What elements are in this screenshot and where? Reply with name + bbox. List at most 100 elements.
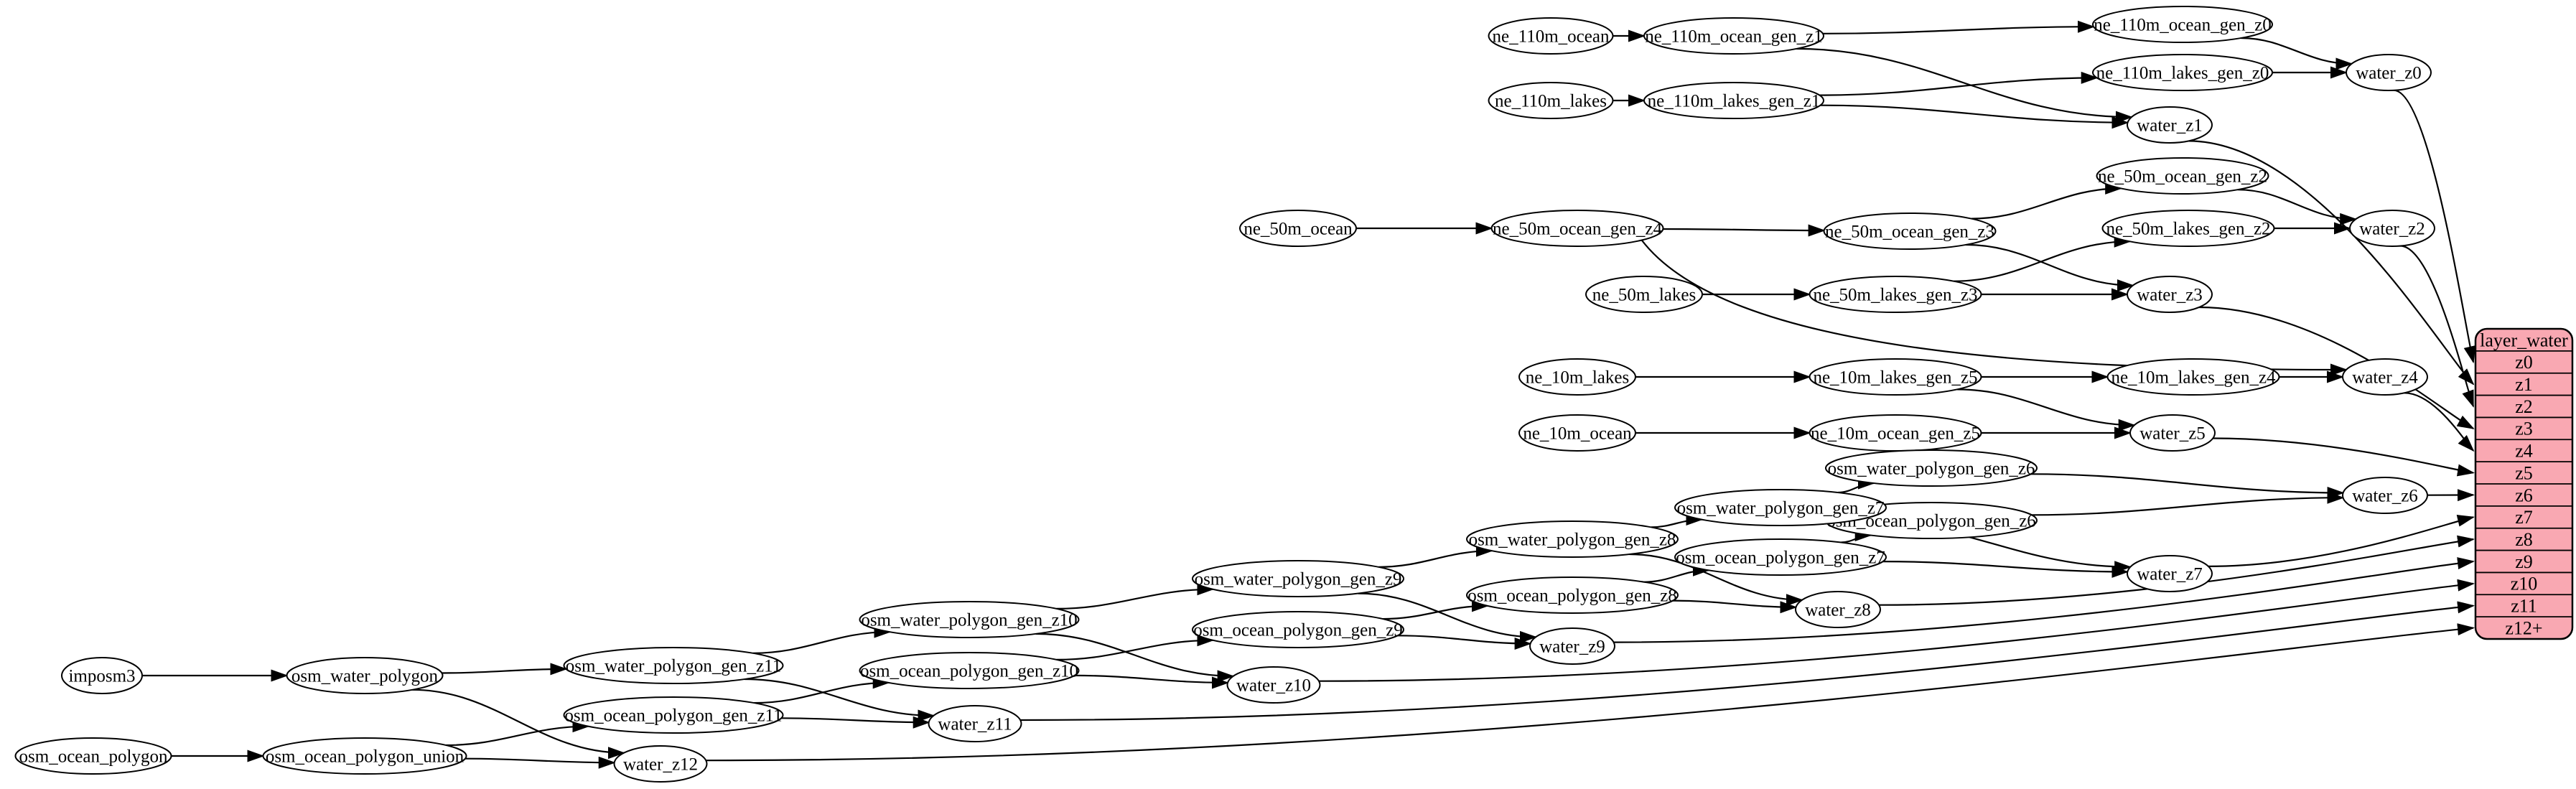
node-label-osm_ocean_polygon_gen_z11: osm_ocean_polygon_gen_z11 bbox=[564, 706, 782, 726]
node-osm_ocean_polygon_gen_z11: osm_ocean_polygon_gen_z11 bbox=[563, 696, 784, 734]
node-label-water_z12: water_z12 bbox=[623, 755, 698, 775]
edge-osm_water_polygon_gen_z10-osm_water_polygon_gen_z9 bbox=[1056, 583, 1215, 610]
node-shape-water_z6 bbox=[2342, 477, 2428, 514]
node-shape-osm_ocean_polygon_gen_z7 bbox=[1674, 538, 1887, 576]
edge-osm_ocean_polygon_gen_z8-water_z8 bbox=[1673, 599, 1798, 614]
edge-ne_110m_ocean_gen_z1-water_z1 bbox=[1796, 47, 2133, 123]
edges-layer bbox=[142, 20, 2476, 769]
record-row-z8: z8 bbox=[2515, 529, 2533, 550]
node-shape-ne_110m_lakes bbox=[1488, 82, 1614, 119]
edge-osm_water_polygon-osm_water_polygon_gen_z11 bbox=[442, 663, 568, 676]
node-label-water_z0: water_z0 bbox=[2356, 64, 2422, 83]
edge-water_z7-layer_water-z7 bbox=[2208, 515, 2475, 567]
node-shape-osm_water_polygon bbox=[286, 657, 444, 694]
node-label-osm_ocean_polygon_union: osm_ocean_polygon_union bbox=[266, 747, 465, 767]
record-row-z6: z6 bbox=[2515, 485, 2533, 505]
node-label-water_z5: water_z5 bbox=[2139, 424, 2206, 444]
node-shape-water_z11 bbox=[928, 705, 1022, 742]
edge-osm_ocean_polygon_gen_z9-water_z9 bbox=[1397, 635, 1532, 650]
node-label-ne_10m_lakes_gen_z4: ne_10m_lakes_gen_z4 bbox=[2111, 368, 2276, 388]
edge-osm_ocean_polygon_gen_z11-osm_ocean_polygon_gen_z10 bbox=[754, 676, 890, 704]
edge-ne_50m_lakes_gen_z3-ne_50m_lakes_gen_z2 bbox=[1954, 235, 2132, 282]
edge-water_z0-layer_water-z0 bbox=[2394, 89, 2476, 364]
node-label-ne_110m_ocean_gen_z1: ne_110m_ocean_gen_z1 bbox=[1645, 27, 1823, 47]
edge-osm_ocean_polygon_gen_z8-osm_ocean_polygon_gen_z7 bbox=[1644, 564, 1710, 583]
node-shape-ne_10m_lakes_gen_z5 bbox=[1809, 358, 1982, 396]
edge-ne_50m_ocean_gen_z3-ne_50m_ocean_gen_z2 bbox=[1971, 182, 2123, 220]
edge-ne_50m_ocean_gen_z3-water_z3 bbox=[1965, 243, 2134, 292]
node-water_z5: water_z5 bbox=[2129, 414, 2216, 452]
node-shape-osm_water_polygon_gen_z9 bbox=[1192, 560, 1404, 597]
node-water_z10: water_z10 bbox=[1226, 666, 1321, 704]
node-shape-ne_110m_lakes_gen_z1 bbox=[1643, 82, 1824, 119]
node-label-ne_50m_lakes_gen_z2: ne_50m_lakes_gen_z2 bbox=[2106, 220, 2270, 239]
node-osm_water_polygon_gen_z6: osm_water_polygon_gen_z6 bbox=[1825, 449, 2038, 487]
node-osm_water_polygon_gen_z10: osm_water_polygon_gen_z10 bbox=[859, 601, 1080, 638]
node-label-water_z9: water_z9 bbox=[1539, 638, 1605, 657]
node-shape-ne_110m_ocean_gen_z1 bbox=[1643, 17, 1824, 55]
node-shape-water_z4 bbox=[2342, 358, 2428, 396]
node-osm_water_polygon: osm_water_polygon bbox=[286, 657, 444, 694]
nodes-layer: ne_110m_ocean ne_110m_ocean_gen_z1 ne_110m… bbox=[14, 6, 2574, 783]
edge-osm_water_polygon_gen_z10-water_z10 bbox=[1035, 632, 1235, 683]
node-label-osm_ocean_polygon_gen_z10: osm_ocean_polygon_gen_z10 bbox=[860, 662, 1078, 681]
node-label-water_z6: water_z6 bbox=[2352, 487, 2418, 506]
node-ne_50m_lakes_gen_z3: ne_50m_lakes_gen_z3 bbox=[1809, 276, 1982, 313]
node-shape-imposm3 bbox=[61, 657, 143, 694]
node-shape-ne_50m_ocean_gen_z4 bbox=[1490, 210, 1664, 247]
edge-osm_water_polygon_gen_z11-osm_water_polygon_gen_z10 bbox=[752, 625, 892, 654]
record-title: layer_water bbox=[2480, 330, 2568, 350]
node-label-ne_110m_lakes: ne_110m_lakes bbox=[1495, 92, 1607, 111]
node-shape-water_z5 bbox=[2129, 414, 2216, 452]
node-ne_10m_lakes_gen_z4: ne_10m_lakes_gen_z4 bbox=[2106, 358, 2280, 396]
node-ne_110m_ocean: ne_110m_ocean bbox=[1488, 17, 1614, 55]
node-ne_110m_ocean_gen_z0: ne_110m_ocean_gen_z0 bbox=[2092, 6, 2273, 43]
edge-water_z4-layer_water-z4 bbox=[2404, 392, 2475, 452]
node-shape-water_z1 bbox=[2127, 106, 2213, 144]
node-label-water_z10: water_z10 bbox=[1236, 676, 1311, 696]
node-water_z3: water_z3 bbox=[2127, 276, 2213, 313]
node-label-osm_water_polygon_gen_z8: osm_water_polygon_gen_z8 bbox=[1469, 531, 1676, 550]
edge-water_z11-layer_water-z11 bbox=[1020, 601, 2475, 722]
node-ne_110m_lakes_gen_z0: ne_110m_lakes_gen_z0 bbox=[2092, 54, 2273, 91]
node-osm_ocean_polygon_gen_z7: osm_ocean_polygon_gen_z7 bbox=[1674, 538, 1887, 576]
edge-water_z8-layer_water-z8 bbox=[1879, 535, 2475, 606]
node-osm_water_polygon_gen_z9: osm_water_polygon_gen_z9 bbox=[1192, 560, 1404, 597]
edge-ne_10m_lakes_gen_z5-water_z5 bbox=[1956, 388, 2136, 431]
node-osm_ocean_polygon_gen_z9: osm_ocean_polygon_gen_z9 bbox=[1192, 611, 1404, 648]
node-label-ne_50m_ocean_gen_z3: ne_50m_ocean_gen_z3 bbox=[1825, 223, 1994, 242]
node-label-ne_50m_lakes_gen_z3: ne_50m_lakes_gen_z3 bbox=[1813, 286, 1977, 305]
node-water_z2: water_z2 bbox=[2349, 210, 2435, 247]
edge-ne_50m_ocean_gen_z2-water_z2 bbox=[2237, 189, 2358, 225]
record-row-z2: z2 bbox=[2515, 396, 2533, 417]
node-label-osm_ocean_polygon: osm_ocean_polygon bbox=[19, 747, 168, 767]
node-label-osm_water_polygon_gen_z11: osm_water_polygon_gen_z11 bbox=[566, 657, 781, 676]
record-row-z7: z7 bbox=[2515, 507, 2533, 528]
node-shape-osm_water_polygon_gen_z11 bbox=[563, 647, 784, 684]
node-water_z8: water_z8 bbox=[1795, 591, 1881, 628]
node-shape-osm_water_polygon_gen_z8 bbox=[1466, 520, 1679, 558]
node-water_z9: water_z9 bbox=[1529, 627, 1615, 665]
edge-osm_water_polygon_gen_z11-water_z11 bbox=[744, 678, 935, 722]
edge-water_z9-layer_water-z9 bbox=[1613, 557, 2475, 643]
node-shape-osm_water_polygon_gen_z7 bbox=[1674, 489, 1887, 526]
node-label-ne_10m_lakes: ne_10m_lakes bbox=[1526, 368, 1629, 388]
edge-ne_110m_ocean_gen_z0-water_z0 bbox=[2241, 37, 2353, 70]
node-shape-water_z0 bbox=[2346, 54, 2432, 91]
node-water_z6: water_z6 bbox=[2342, 477, 2428, 514]
record-row-z3: z3 bbox=[2515, 419, 2533, 439]
node-label-water_z3: water_z3 bbox=[2137, 286, 2203, 305]
node-label-water_z4: water_z4 bbox=[2352, 368, 2418, 388]
edge-osm_water_polygon_gen_z9-osm_water_polygon_gen_z8 bbox=[1378, 544, 1493, 568]
edge-osm_ocean_polygon_union-water_z12 bbox=[465, 756, 616, 769]
record-row-z4: z4 bbox=[2515, 441, 2533, 462]
node-water_z1: water_z1 bbox=[2127, 106, 2213, 144]
node-label-ne_110m_ocean_gen_z0: ne_110m_ocean_gen_z0 bbox=[2094, 16, 2272, 35]
node-shape-ne_10m_ocean bbox=[1518, 414, 1636, 452]
record-row-z10: z10 bbox=[2511, 574, 2538, 594]
node-water_z12: water_z12 bbox=[613, 745, 708, 783]
node-shape-ne_10m_lakes_gen_z4 bbox=[2106, 358, 2280, 396]
node-shape-ne_50m_ocean_gen_z3 bbox=[1823, 213, 1997, 250]
node-shape-osm_ocean_polygon_gen_z10 bbox=[859, 652, 1080, 689]
